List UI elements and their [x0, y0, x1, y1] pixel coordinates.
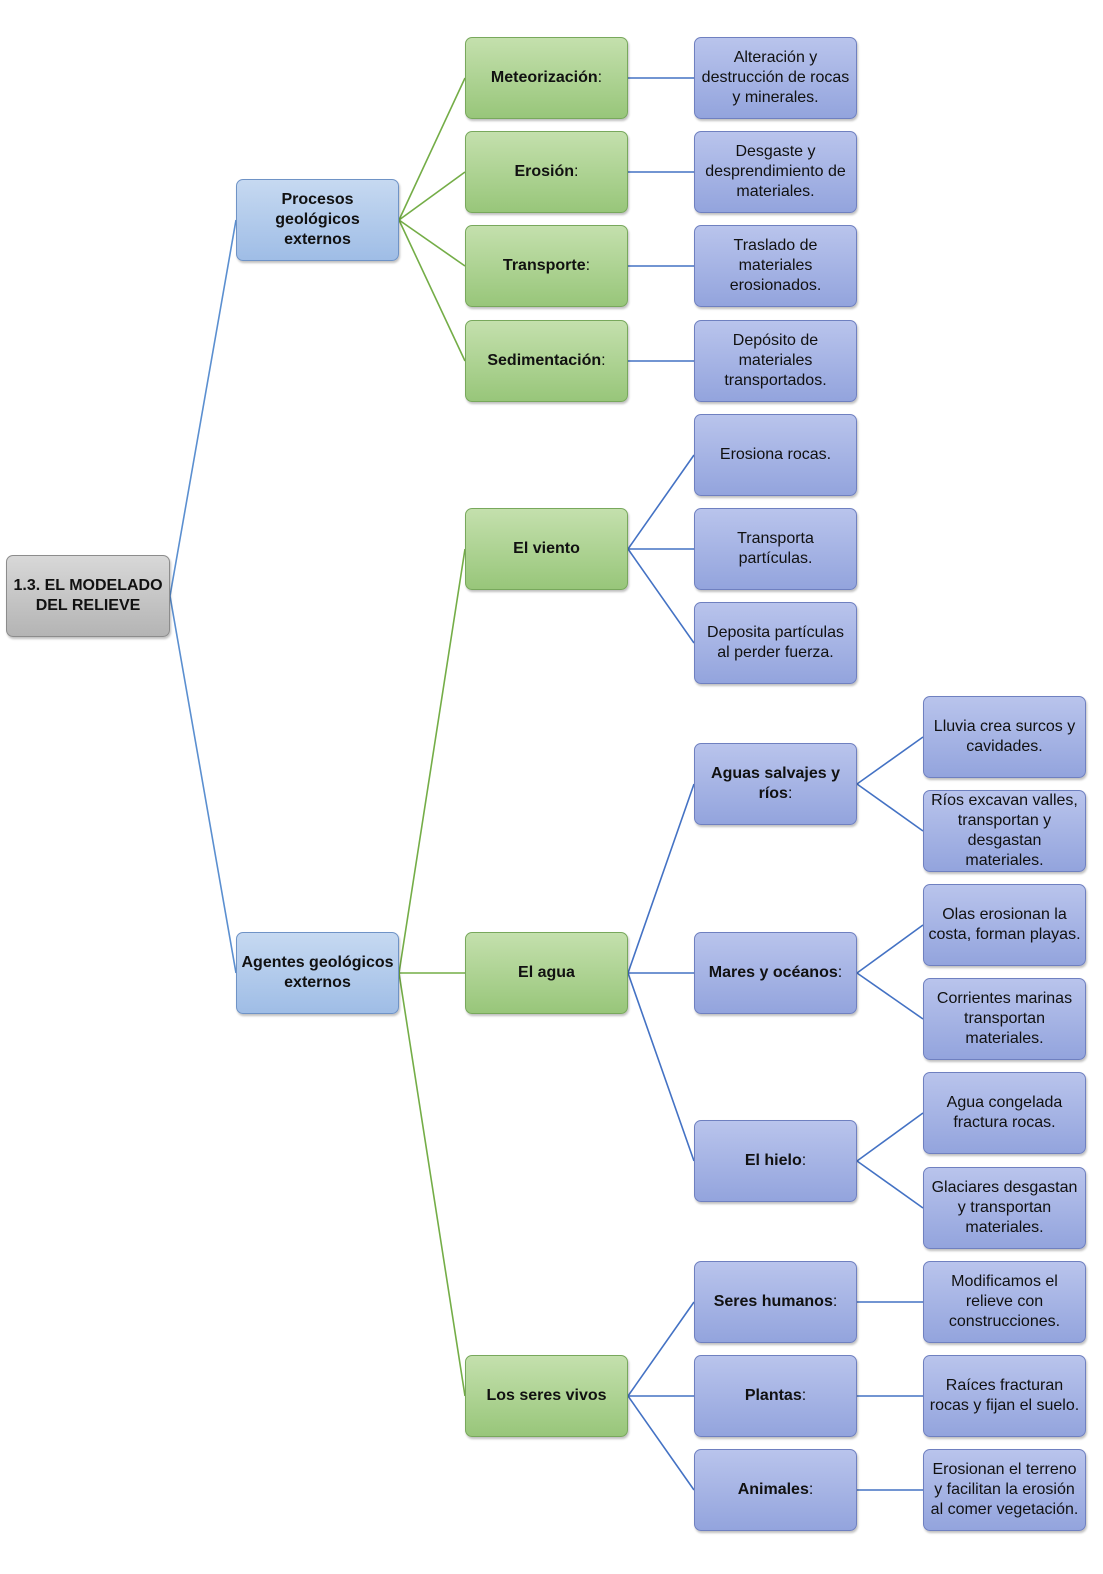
connector: [627, 454, 695, 550]
agua-item-text: Glaciares desgastan y transportan materi…: [931, 1179, 1078, 1236]
erosion-label: Erosión: [514, 163, 575, 180]
sedimentacion-suffix: :: [601, 352, 606, 369]
connector: [398, 972, 466, 1397]
connector: [398, 219, 466, 267]
viento-item-text: Deposita partículas al perder fuerza.: [707, 624, 844, 661]
connector: [856, 1112, 924, 1162]
connector: [627, 783, 695, 974]
root-label: 1.3. EL MODELADO DEL RELIEVE: [13, 577, 163, 614]
meteorizacion-desc: Alteración y destrucción de rocas y mine…: [694, 37, 857, 119]
agua-node: El agua: [465, 932, 628, 1014]
agua-item: Olas erosionan la costa, forman playas.: [923, 884, 1086, 966]
meteorizacion-node: Meteorización:: [465, 37, 628, 119]
sedimentacion-node: Sedimentación:: [465, 320, 628, 402]
connector: [856, 924, 924, 974]
animales-suffix: :: [808, 1481, 814, 1498]
procesos-node: Procesos geológicos externos: [236, 179, 399, 261]
root-node: 1.3. EL MODELADO DEL RELIEVE: [6, 555, 170, 637]
connector: [169, 219, 237, 597]
connector: [398, 171, 466, 221]
connector: [627, 1301, 695, 1397]
aguas-salvajes-node: Aguas salvajes y ríos:: [694, 743, 857, 825]
meteorizacion-suffix: :: [597, 69, 603, 86]
seres-vivos-node: Los seres vivos: [465, 1355, 628, 1437]
sedimentacion-label: Sedimentación: [487, 352, 602, 369]
viento-item-text: Transporta partículas.: [737, 530, 814, 567]
connector: [627, 1395, 695, 1491]
agua-label: El agua: [518, 964, 575, 981]
connector: [398, 77, 466, 221]
connector: [627, 548, 695, 644]
seres-humanos-desc-text: Modificamos el relieve con construccione…: [948, 1273, 1061, 1330]
connector: [169, 595, 237, 974]
transporte-node: Transporte:: [465, 225, 628, 307]
procesos-label: Procesos geológicos externos: [275, 191, 360, 248]
plantas-desc-text: Raíces fracturan rocas y fijan el suelo.: [929, 1377, 1080, 1414]
agua-item: Corrientes marinas transportan materiale…: [923, 978, 1086, 1060]
animales-label: Animales: [737, 1481, 809, 1498]
animales-desc-text: Erosionan el terreno y facilitan la eros…: [930, 1461, 1079, 1518]
connector: [856, 1160, 924, 1209]
plantas-desc: Raíces fracturan rocas y fijan el suelo.: [923, 1355, 1086, 1437]
erosion-desc: Desgaste y desprendimiento de materiales…: [694, 131, 857, 213]
connector: [856, 972, 924, 1020]
animales-desc: Erosionan el terreno y facilitan la eros…: [923, 1449, 1086, 1531]
agua-item-text: Olas erosionan la costa, forman playas.: [928, 906, 1081, 943]
agentes-label: Agentes geológicos externos: [241, 954, 394, 991]
meteorizacion-desc-text: Alteración y destrucción de rocas y mine…: [701, 49, 850, 106]
transporte-label: Transporte: [502, 257, 586, 274]
erosion-node: Erosión:: [465, 131, 628, 213]
seres-humanos-suffix: :: [832, 1293, 838, 1310]
erosion-suffix: :: [574, 163, 579, 180]
connector: [398, 548, 466, 974]
mares-oceanos-suffix: :: [837, 964, 843, 981]
hielo-suffix: :: [801, 1152, 807, 1169]
agua-item-text: Corrientes marinas transportan materiale…: [936, 990, 1073, 1047]
agua-item: Glaciares desgastan y transportan materi…: [923, 1167, 1086, 1249]
plantas-label: Plantas: [744, 1387, 802, 1404]
plantas-suffix: :: [801, 1387, 807, 1404]
transporte-desc-text: Traslado de materiales erosionados.: [729, 237, 822, 294]
transporte-desc: Traslado de materiales erosionados.: [694, 225, 857, 307]
connector: [856, 736, 924, 785]
sedimentacion-desc-text: Depósito de materiales transportados.: [724, 332, 827, 389]
agua-item-text: Lluvia crea surcos y cavidades.: [933, 718, 1076, 755]
erosion-desc-text: Desgaste y desprendimiento de materiales…: [705, 143, 846, 200]
sedimentacion-desc: Depósito de materiales transportados.: [694, 320, 857, 402]
hielo-label: El hielo: [744, 1152, 802, 1169]
agua-item-text: Agua congelada fractura rocas.: [946, 1094, 1063, 1131]
agua-item: Agua congelada fractura rocas.: [923, 1072, 1086, 1154]
viento-label: El viento: [513, 540, 580, 557]
connector: [627, 972, 695, 1162]
viento-item: Transporta partículas.: [694, 508, 857, 590]
aguas-salvajes-label: Aguas salvajes y ríos: [711, 765, 840, 802]
connector: [856, 783, 924, 832]
agua-item: Ríos excavan valles, transportan y desga…: [923, 790, 1086, 872]
viento-node: El viento: [465, 508, 628, 590]
mares-oceanos-node: Mares y océanos:: [694, 932, 857, 1014]
seres-humanos-node: Seres humanos:: [694, 1261, 857, 1343]
viento-item: Erosiona rocas.: [694, 414, 857, 496]
seres-humanos-label: Seres humanos: [713, 1293, 833, 1310]
agua-item-text: Ríos excavan valles, transportan y desga…: [931, 792, 1078, 869]
hielo-node: El hielo:: [694, 1120, 857, 1202]
agua-item: Lluvia crea surcos y cavidades.: [923, 696, 1086, 778]
aguas-salvajes-suffix: :: [787, 785, 793, 802]
transporte-suffix: :: [585, 257, 591, 274]
mares-oceanos-label: Mares y océanos: [708, 964, 838, 981]
animales-node: Animales:: [694, 1449, 857, 1531]
meteorizacion-label: Meteorización: [490, 69, 598, 86]
connector: [398, 219, 466, 362]
plantas-node: Plantas:: [694, 1355, 857, 1437]
seres-vivos-label: Los seres vivos: [486, 1387, 607, 1404]
agentes-node: Agentes geológicos externos: [236, 932, 399, 1014]
viento-item-text: Erosiona rocas.: [719, 446, 832, 463]
viento-item: Deposita partículas al perder fuerza.: [694, 602, 857, 684]
seres-humanos-desc: Modificamos el relieve con construccione…: [923, 1261, 1086, 1343]
